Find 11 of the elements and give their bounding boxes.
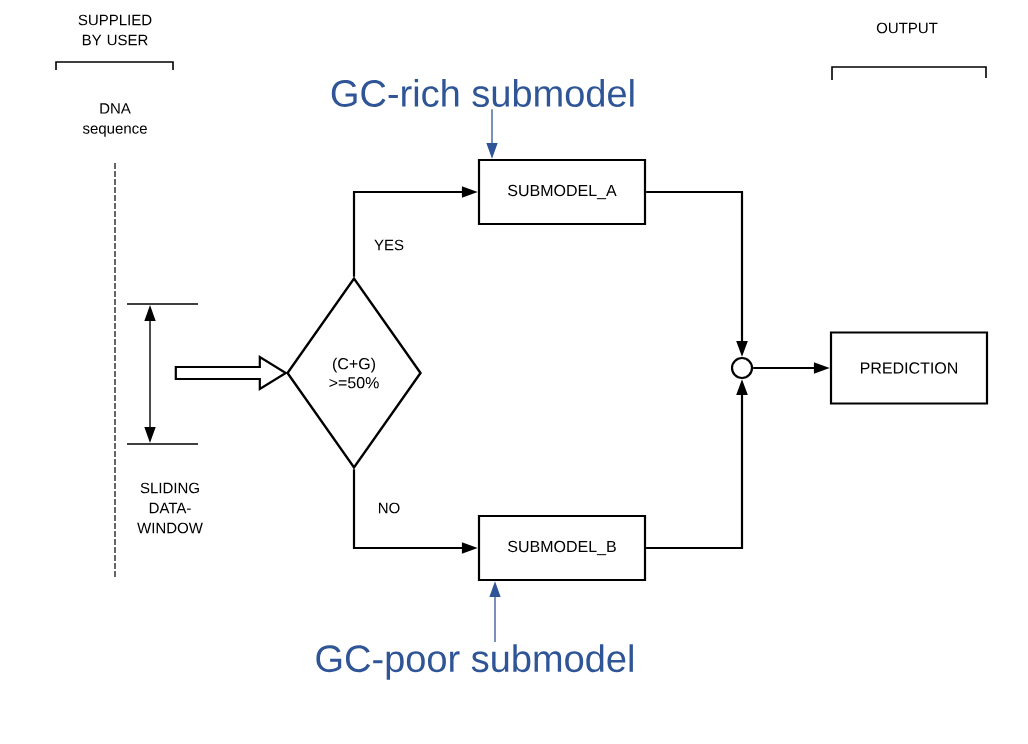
callout-text: GC-poor submodel [316,644,633,680]
process-box: SUBMODEL_A [477,158,647,226]
callout-text: GC-rich submodel [331,79,634,107]
process-box: PREDICTION [829,331,989,405]
block-arrow [174,355,288,391]
text-label: SLIDING DATA-WINDOW [137,482,203,534]
junction-circle [730,356,754,380]
text-label: SUPPLIED BY USER [78,14,152,46]
process-box: SUBMODEL_B [477,514,647,582]
text-label: OUTPUT [876,22,938,34]
text-label: DNA sequence [82,103,147,137]
